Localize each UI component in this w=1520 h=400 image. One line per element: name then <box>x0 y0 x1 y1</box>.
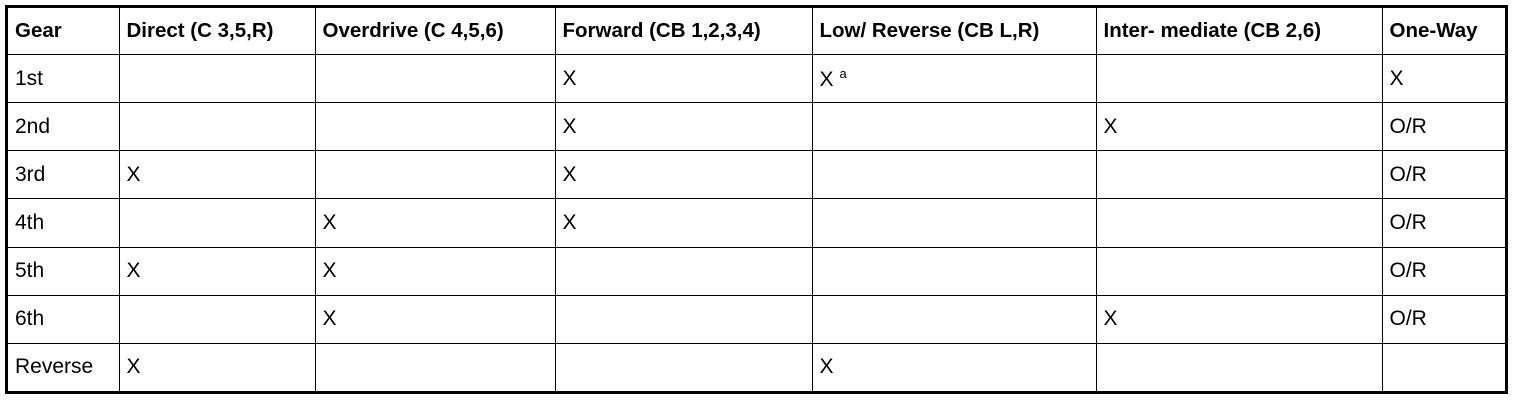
cell-one-way <box>1381 342 1505 391</box>
cell-intermediate <box>1095 150 1383 200</box>
cell-overdrive <box>314 150 556 200</box>
cell-overdrive: X <box>314 246 556 296</box>
cell-low-reverse: X <box>811 342 1097 391</box>
cell-gear: 6th <box>8 294 120 344</box>
table-row: Reverse X X <box>8 342 1505 391</box>
cell-low-reverse-value: X <box>819 67 834 91</box>
cell-one-way: O/R <box>1381 102 1505 152</box>
cell-forward <box>554 246 813 296</box>
cell-one-way: X <box>1381 53 1505 104</box>
header-gear: Gear <box>8 8 120 55</box>
cell-gear: 4th <box>8 198 120 248</box>
clutch-application-table: Gear Direct (C 3,5,R) Overdrive (C 4,5,6… <box>8 8 1505 391</box>
cell-gear: Reverse <box>8 342 120 391</box>
header-row: Gear Direct (C 3,5,R) Overdrive (C 4,5,6… <box>8 8 1505 55</box>
cell-direct: X <box>118 342 316 391</box>
table-row: 3rd X X O/R <box>8 150 1505 200</box>
table-row: 5th X X O/R <box>8 246 1505 296</box>
cell-low-reverse <box>811 198 1097 248</box>
cell-forward: X <box>554 53 813 104</box>
cell-one-way: O/R <box>1381 150 1505 200</box>
table-row: 6th X X O/R <box>8 294 1505 344</box>
cell-low-reverse <box>811 102 1097 152</box>
header-forward: Forward (CB 1,2,3,4) <box>554 8 813 55</box>
cell-direct: X <box>118 150 316 200</box>
cell-gear: 5th <box>8 246 120 296</box>
cell-forward: X <box>554 102 813 152</box>
cell-one-way: O/R <box>1381 246 1505 296</box>
cell-overdrive <box>314 53 556 104</box>
header-one-way: One-Way <box>1381 8 1505 55</box>
cell-low-reverse <box>811 294 1097 344</box>
cell-overdrive <box>314 102 556 152</box>
cell-forward: X <box>554 198 813 248</box>
cell-direct <box>118 294 316 344</box>
footnote-marker: a <box>839 65 847 81</box>
header-intermediate: Inter- mediate (CB 2,6) <box>1095 8 1383 55</box>
cell-intermediate <box>1095 53 1383 104</box>
clutch-application-table-frame: Gear Direct (C 3,5,R) Overdrive (C 4,5,6… <box>5 5 1508 394</box>
cell-forward: X <box>554 150 813 200</box>
cell-intermediate <box>1095 246 1383 296</box>
cell-intermediate <box>1095 342 1383 391</box>
cell-gear: 3rd <box>8 150 120 200</box>
cell-one-way: O/R <box>1381 294 1505 344</box>
table-row: 2nd X X O/R <box>8 102 1505 152</box>
cell-overdrive <box>314 342 556 391</box>
cell-forward <box>554 342 813 391</box>
cell-overdrive: X <box>314 198 556 248</box>
cell-one-way: O/R <box>1381 198 1505 248</box>
header-overdrive: Overdrive (C 4,5,6) <box>314 8 556 55</box>
cell-direct: X <box>118 246 316 296</box>
cell-low-reverse <box>811 246 1097 296</box>
cell-direct <box>118 53 316 104</box>
cell-intermediate: X <box>1095 294 1383 344</box>
header-direct: Direct (C 3,5,R) <box>118 8 316 55</box>
cell-gear: 2nd <box>8 102 120 152</box>
cell-direct <box>118 102 316 152</box>
cell-gear: 1st <box>8 53 120 104</box>
cell-forward <box>554 294 813 344</box>
table-row: 4th X X O/R <box>8 198 1505 248</box>
cell-intermediate: X <box>1095 102 1383 152</box>
cell-direct <box>118 198 316 248</box>
cell-overdrive: X <box>314 294 556 344</box>
cell-intermediate <box>1095 198 1383 248</box>
header-low-reverse: Low/ Reverse (CB L,R) <box>811 8 1097 55</box>
cell-low-reverse <box>811 150 1097 200</box>
